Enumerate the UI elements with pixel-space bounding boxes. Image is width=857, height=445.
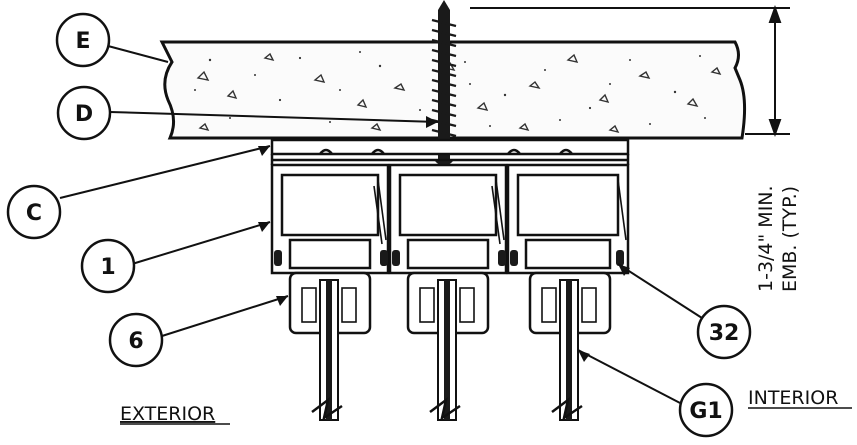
- frame-profiles: [270, 163, 630, 275]
- callout-6: 6: [108, 312, 164, 368]
- leader-arrowheads: [258, 116, 630, 362]
- exterior-label: EXTERIOR: [120, 403, 215, 425]
- callout-g1: G1: [678, 382, 734, 438]
- callout-32-label: 32: [709, 321, 740, 346]
- callout-e-label: E: [75, 29, 90, 54]
- callout-d: D: [56, 85, 112, 141]
- leader-lines: [59, 45, 703, 405]
- embed-note-line1: 1-3/4" MIN.: [755, 185, 777, 292]
- break-lines: [311, 396, 583, 421]
- callout-6-label: 6: [128, 329, 143, 354]
- concrete-substrate: [159, 40, 747, 140]
- interior-label: INTERIOR: [748, 387, 838, 409]
- callout-32: 32: [696, 304, 752, 360]
- head-receptor: [270, 138, 630, 165]
- embed-note-line2: EMB. (TYP.): [779, 186, 801, 292]
- gaskets: [274, 250, 624, 266]
- callout-1-label: 1: [100, 255, 115, 280]
- glass-panels: [301, 279, 597, 421]
- callout-d-label: D: [75, 102, 93, 127]
- callout-1: 1: [80, 238, 136, 294]
- embed-dimension: [470, 5, 790, 137]
- frame-hatching: [373, 179, 627, 245]
- embed-note: 1-3/4" MIN. EMB. (TYP.): [755, 185, 801, 292]
- callout-c-label: C: [26, 201, 42, 226]
- callout-c: C: [6, 184, 62, 240]
- callout-g1-label: G1: [689, 399, 722, 424]
- callout-e: E: [55, 12, 111, 68]
